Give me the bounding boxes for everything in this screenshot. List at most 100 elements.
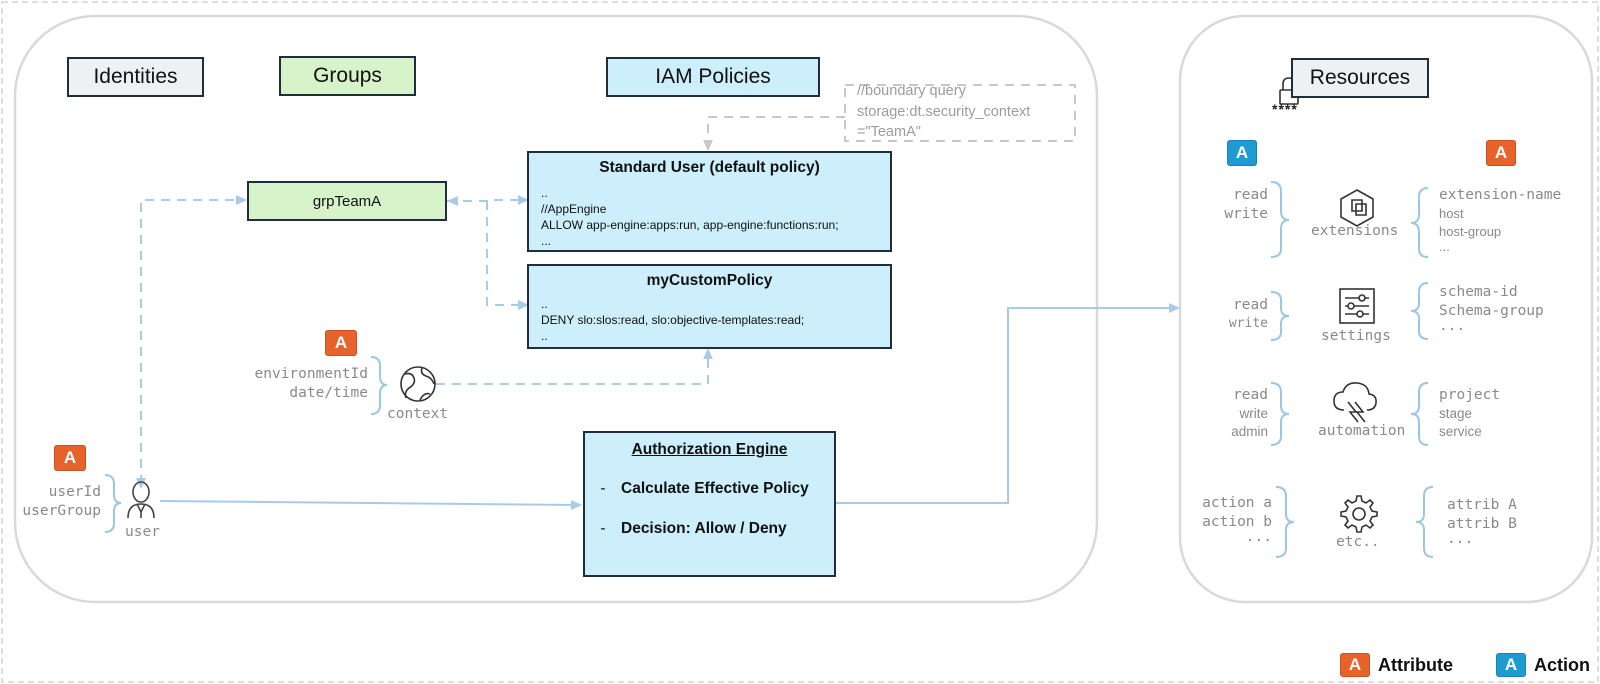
resource-attribute: ... — [1439, 318, 1466, 334]
policy-standard-user[interactable]: Standard User (default policy) .. //AppE… — [527, 151, 892, 252]
user-attributes: userId userGroup — [10, 483, 101, 520]
resource-action: read — [1233, 297, 1268, 313]
context-label: context — [387, 406, 449, 422]
legend-action-badge: A — [1496, 653, 1526, 677]
policy-title: myCustomPolicy — [646, 272, 773, 289]
resource-attribute: ... — [1447, 531, 1474, 547]
context-attribute-badge: A — [325, 330, 357, 356]
resources-action-badge: A — [1227, 140, 1257, 166]
extensions-actions: read write — [1190, 186, 1268, 223]
policy-line: //AppEngine — [541, 202, 607, 216]
groups-header: Groups — [279, 56, 416, 96]
resource-attribute: Schema-group — [1439, 302, 1544, 319]
settings-actions: read write — [1190, 296, 1268, 333]
engine-bullet: - — [600, 480, 606, 497]
arrowhead — [703, 348, 713, 359]
settings-actions-brace — [1270, 291, 1290, 341]
automation-attrs-brace — [1410, 382, 1429, 446]
extensions-attrs-brace — [1410, 187, 1429, 258]
policy-line: DENY slo:slos:read, slo:objective-templa… — [541, 313, 805, 327]
etc-attrs-brace — [1415, 486, 1434, 558]
legend-attribute-badge: A — [1340, 653, 1370, 677]
settings-label: settings — [1321, 328, 1391, 344]
boundary-query-line: //boundary query — [857, 83, 966, 99]
context-attrs-brace — [370, 356, 388, 415]
settings-attributes: schema-id Schema-group ... — [1439, 283, 1544, 334]
automation-attributes: project stage service — [1439, 386, 1500, 442]
etc-actions-brace — [1275, 486, 1295, 558]
extensions-icon — [1340, 189, 1374, 227]
boundary-query-text: //boundary query storage:dt.security_con… — [857, 81, 1030, 143]
user-to-engine-connector — [159, 500, 579, 506]
engine-to-resources-connector — [835, 307, 1175, 504]
resource-attribute: attrib B — [1447, 515, 1517, 532]
context-attribute: date/time — [289, 384, 368, 401]
group-grpteama[interactable]: grpTeamA — [247, 181, 447, 221]
group-to-standard-policy-connector — [447, 199, 527, 202]
user-attribute-badge: A — [54, 445, 86, 471]
arrowhead — [703, 140, 713, 151]
resource-action: write — [1228, 315, 1268, 331]
extensions-actions-brace — [1270, 181, 1290, 258]
engine-title: Authorization Engine — [631, 441, 788, 458]
arrowhead — [447, 196, 458, 206]
resource-attribute: service — [1439, 424, 1482, 439]
resource-action: write — [1224, 205, 1268, 222]
context-to-policy-connector — [436, 353, 709, 385]
gear-icon — [1340, 495, 1378, 533]
resource-action: action a — [1202, 495, 1272, 511]
user-label: user — [125, 524, 160, 540]
boundary-query-box — [844, 84, 1076, 142]
automation-actions-brace — [1270, 382, 1290, 446]
policy-line: .. — [541, 329, 548, 343]
extensions-label: extensions — [1311, 223, 1399, 239]
resource-attribute: host — [1439, 205, 1464, 221]
policy-line: .. — [541, 186, 548, 200]
policy-line: .. — [541, 297, 548, 311]
resource-attribute: extension-name — [1439, 187, 1562, 203]
user-to-group-connector — [140, 199, 245, 484]
boundary-query-line: ="TeamA" — [857, 124, 921, 140]
etc-actions: action a action b ... — [1180, 494, 1272, 545]
engine-item: Decision: Allow / Deny — [621, 520, 787, 537]
resource-attribute: attrib A — [1447, 497, 1517, 513]
user-icon — [127, 481, 155, 519]
resource-attribute: stage — [1439, 405, 1473, 421]
legend-action-label: Action — [1534, 655, 1590, 675]
settings-sliders-icon — [1339, 288, 1375, 324]
user-attrs-brace — [104, 474, 122, 533]
arrowhead — [518, 300, 529, 310]
context-attributes: environmentId date/time — [230, 365, 369, 402]
lock-mask-text: **** — [1272, 101, 1298, 117]
resource-action: write — [1239, 405, 1268, 421]
arrowhead — [571, 500, 582, 510]
arrowhead — [236, 195, 247, 205]
arrowhead — [136, 478, 146, 489]
policy-title: Standard User (default policy) — [599, 159, 820, 176]
group-to-custom-policy-connector — [486, 201, 527, 306]
legend-attribute-label: Attribute — [1378, 655, 1453, 675]
resource-attribute: host-group — [1439, 224, 1502, 239]
context-attribute: environmentId — [254, 366, 369, 382]
etc-label: etc.. — [1336, 534, 1380, 550]
resource-action: ... — [1245, 529, 1272, 545]
resource-action: action b — [1202, 513, 1272, 530]
resource-attribute: project — [1439, 387, 1501, 403]
user-attribute: userGroup — [22, 502, 101, 519]
policy-my-custom[interactable]: myCustomPolicy .. DENY slo:slos:read, sl… — [527, 264, 892, 349]
resource-action: read — [1233, 187, 1268, 203]
settings-attrs-brace — [1410, 282, 1429, 340]
arrowhead — [1169, 303, 1180, 313]
engine-bullet: - — [600, 520, 606, 537]
arrowhead — [518, 195, 529, 205]
automation-label: automation — [1318, 423, 1406, 439]
authorization-engine[interactable]: Authorization Engine - Calculate Effecti… — [583, 431, 836, 577]
resource-action: read — [1233, 387, 1268, 403]
engine-item: Calculate Effective Policy — [621, 480, 809, 497]
extensions-attributes: extension-name host host-group ... — [1439, 186, 1562, 253]
globe-icon — [400, 366, 436, 402]
user-attribute: userId — [48, 484, 101, 500]
resources-attribute-badge: A — [1486, 140, 1516, 166]
policy-line: ALLOW app-engine:apps:run, app-engine:fu… — [541, 218, 839, 232]
